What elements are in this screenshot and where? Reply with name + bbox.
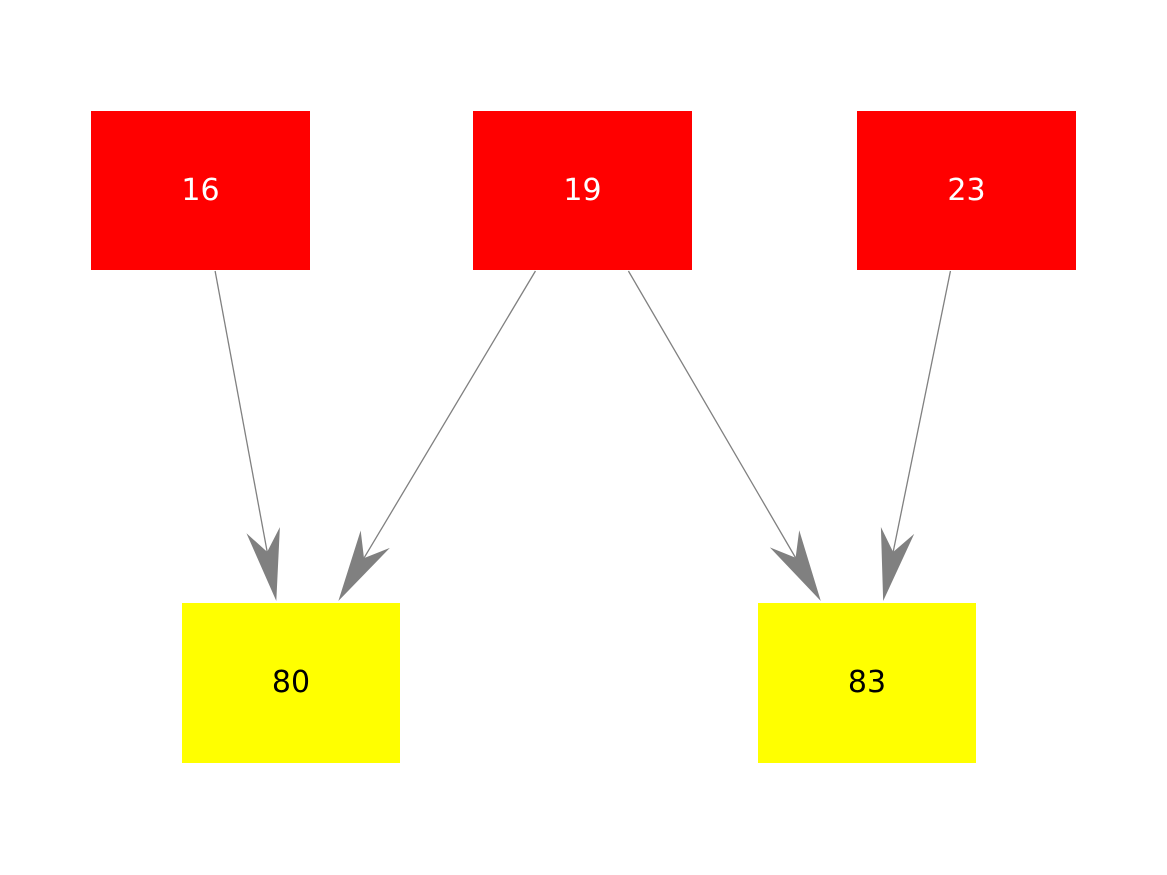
edge-19-to-80 [338,270,537,601]
diagram-node-80: 80 [182,603,400,763]
arrowhead-icon [769,530,821,601]
diagram-node-23: 23 [857,111,1076,270]
edge-16-to-80 [214,270,280,601]
arrowhead-icon [338,530,390,601]
edge-shaft [360,270,537,564]
edge-19-to-83 [627,270,821,601]
diagram-node-16: 16 [91,111,310,270]
edge-shaft [891,270,952,559]
arrowhead-icon [246,527,280,601]
diagram-node-83: 83 [758,603,976,763]
arrowhead-icon [880,527,915,601]
edge-23-to-83 [880,270,952,601]
diagram-node-19: 19 [473,111,692,270]
edge-shaft [214,270,269,558]
edge-shaft [627,270,800,564]
